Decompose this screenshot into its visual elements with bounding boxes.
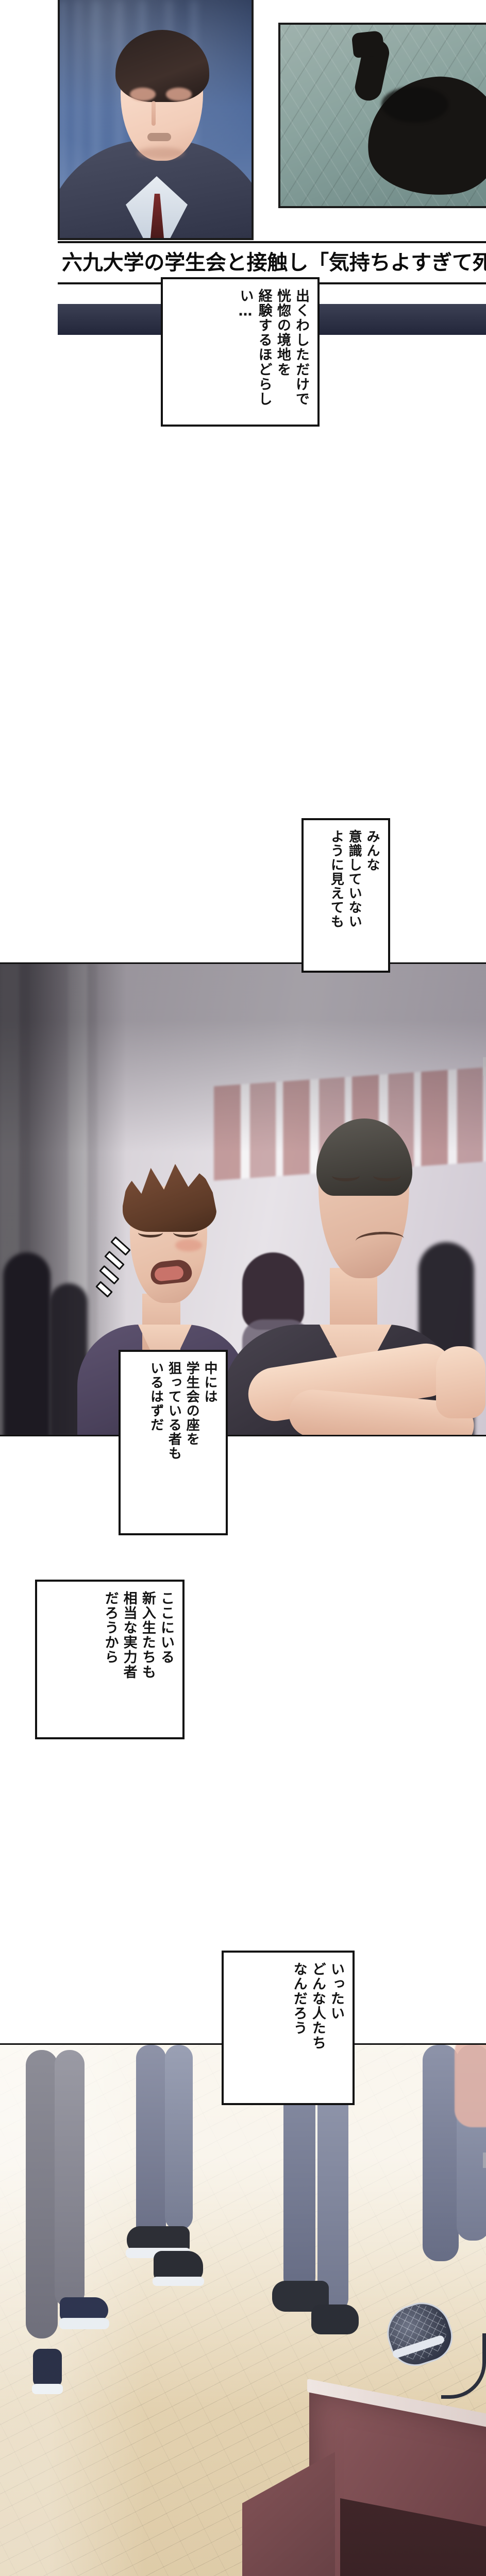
news-headline-banner: 六九大学の学生会と接触し「気持ちよすぎて死	[58, 241, 486, 284]
hair	[115, 30, 209, 102]
chin-shadow	[137, 147, 185, 159]
sfx-speedlines	[95, 1236, 132, 1309]
student-right-hand	[436, 1346, 485, 1418]
person-legs-4	[412, 2045, 486, 2313]
person-legs-1	[10, 2050, 109, 2394]
news-headline-text: 六九大学の学生会と接触し「気持ちよすぎて死	[62, 251, 486, 275]
caption-box-3: 中には 学生会の座を 狙っている者も いるはずだ	[119, 1350, 228, 1535]
panel-two-students-in-hall	[0, 962, 486, 1436]
left-eye-shadow	[130, 88, 156, 101]
person-legs-2	[124, 2045, 206, 2302]
caption-1-text: 出くわしただけで 恍惚の境地を 経験するほどらしい…	[237, 289, 309, 406]
caption-box-4: ここにいる 新入生たちも 相当な実力者 だろうから	[35, 1580, 185, 1739]
student-right-eye-right	[373, 1170, 401, 1181]
student-left-eye-right	[173, 1228, 198, 1238]
caption-box-1: 出くわしただけで 恍惚の境地を 経験するほどらしい…	[161, 277, 320, 427]
caption-2-text: みんな 意識していない ように見えても	[328, 829, 380, 929]
shoulder-shadow	[381, 87, 448, 123]
caption-3-text: 中には 学生会の座を 狙っている者も いるはずだ	[148, 1361, 217, 1461]
scroll-tick-mid	[483, 2153, 486, 2168]
background-person-hair	[242, 1252, 304, 1330]
scroll-tick-upper	[483, 1057, 486, 1076]
student-left-blush	[175, 1239, 202, 1251]
panel-man-in-suit-at-night	[58, 0, 254, 240]
nose	[152, 101, 156, 126]
student-right-eye-left	[332, 1170, 360, 1181]
crowd-silhouette-left	[3, 1252, 51, 1435]
caption-4-text: ここにいる 新入生たちも 相当な実力者 だろうから	[102, 1591, 174, 1680]
caption-box-2: みんな 意識していない ように見えても	[301, 818, 390, 973]
panel-crowd-and-podium	[0, 2043, 486, 2576]
caption-5-text: いったい どんな人たち なんだろう	[291, 1962, 344, 2050]
fist-silhouette	[351, 30, 385, 59]
caption-box-5: いったい どんな人たち なんだろう	[222, 1951, 355, 2105]
student-left-eye-left	[138, 1228, 163, 1238]
right-eye-shadow	[166, 88, 192, 101]
panel-silhouette-on-pavement	[278, 23, 486, 208]
mouth	[147, 133, 171, 141]
